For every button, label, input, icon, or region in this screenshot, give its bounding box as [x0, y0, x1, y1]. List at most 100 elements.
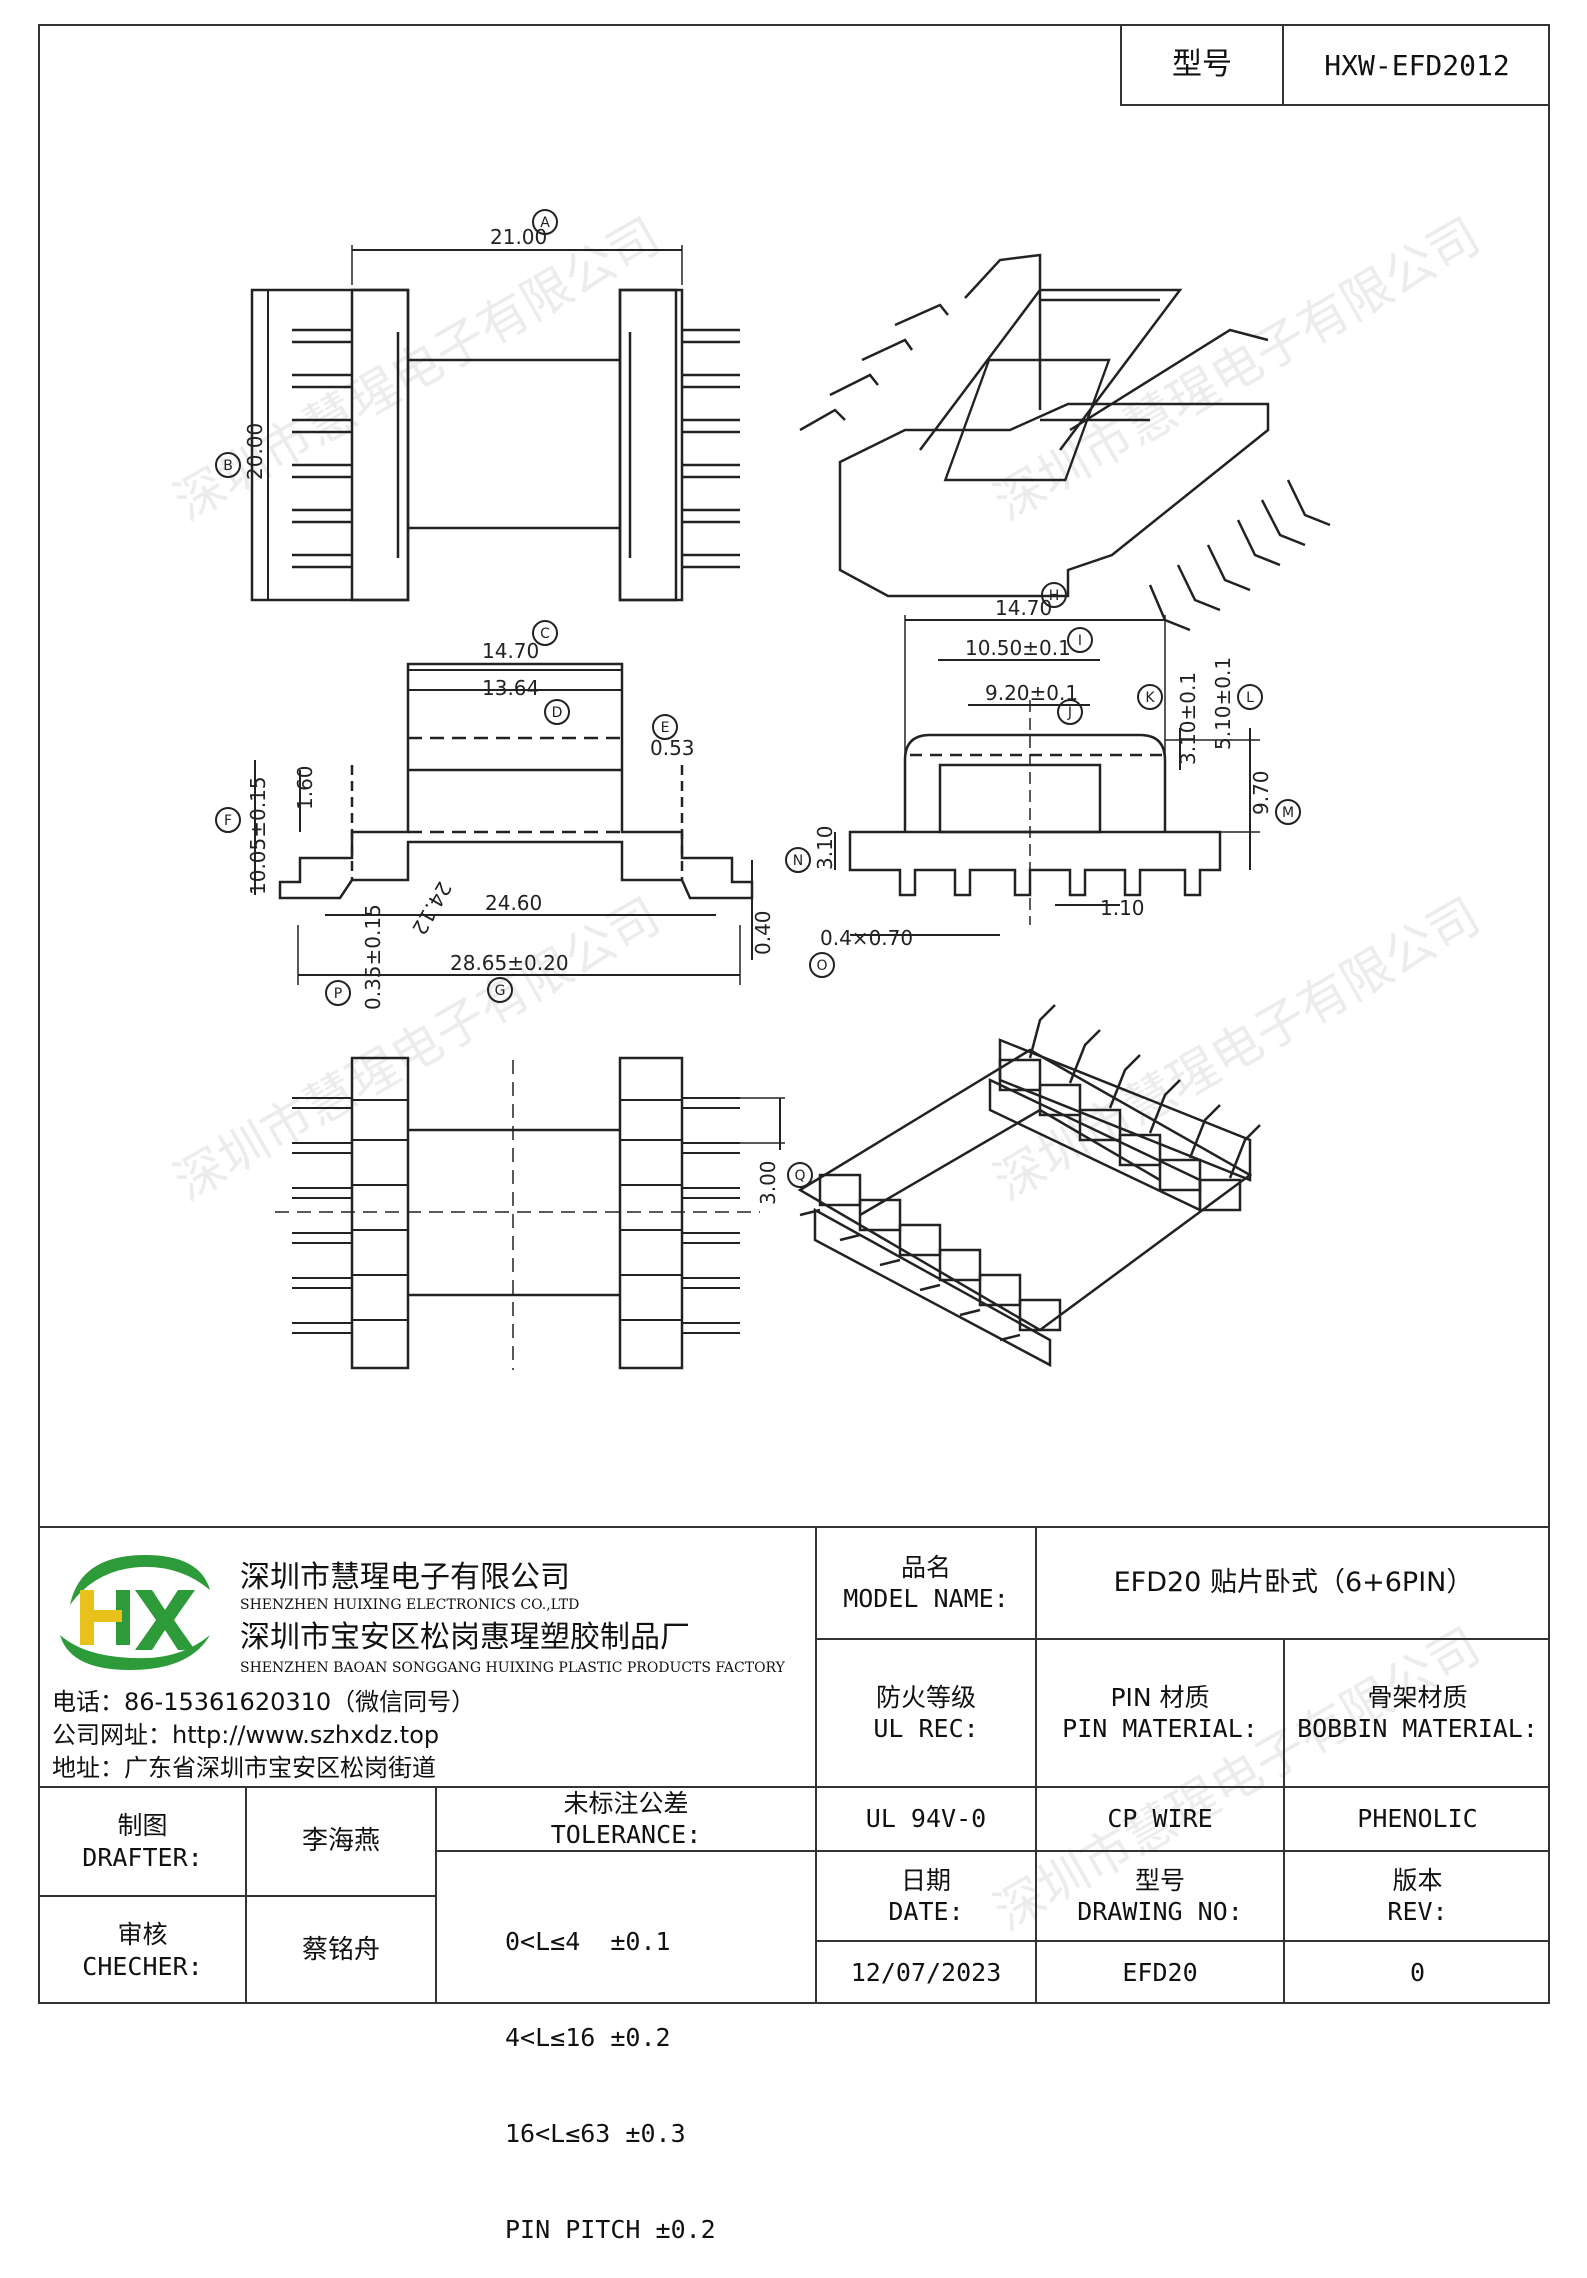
drafter-cn: 制图 [117, 1811, 168, 1841]
factory-name-en: SHENZHEN BAOAN SONGGANG HUIXING PLASTIC … [240, 1660, 785, 1676]
tolerance-cn: 未标注公差 [563, 1788, 689, 1818]
dim-3-00: 3.00 [756, 1160, 780, 1205]
ul-label-cell: 防火等级 UL REC: [817, 1640, 1035, 1786]
label-o: O [816, 958, 827, 974]
checker-label-cell: 审核 CHECHER: [40, 1897, 245, 2004]
tolerance-line: 16<L≤63 ±0.3 [505, 2119, 686, 2148]
model-name-cn: 品名 [900, 1552, 951, 1582]
checker-cn: 审核 [117, 1920, 168, 1950]
drawing-no-en: DRAWING NO: [1077, 1897, 1243, 1926]
ul-cn: 防火等级 [875, 1682, 976, 1712]
label-b: B [223, 458, 233, 474]
technical-drawing: 21.00 20.00 14.70 13.64 0.53 10.05±0.15 … [215, 209, 1331, 1370]
dim-10-05: 10.05±0.15 [246, 776, 270, 895]
bobbin-label-cell: 骨架材质 BOBBIN MATERIAL: [1285, 1640, 1550, 1786]
checker-value: 蔡铭舟 [301, 1935, 380, 1966]
label-q: Q [794, 1168, 805, 1184]
checker-en: CHECHER: [82, 1951, 203, 1981]
bobbin-cn: 骨架材质 [1367, 1682, 1468, 1712]
factory-name-cn: 深圳市宝安区松岗惠瑆塑胶制品厂 [240, 1620, 690, 1655]
pin-value: CP WIRE [1107, 1804, 1213, 1834]
dim-1-10: 1.10 [1100, 896, 1145, 920]
tolerance-en: TOLERANCE: [550, 1820, 702, 1849]
dim-28-65: 28.65±0.20 [450, 951, 569, 975]
company-logo [60, 1555, 210, 1670]
label-h: H [1049, 588, 1060, 604]
model-name-label-cell: 品名 MODEL NAME: [817, 1528, 1035, 1638]
ul-value: UL 94V-0 [865, 1804, 987, 1834]
dim-0-53: 0.53 [650, 736, 695, 760]
iso-view-top [799, 253, 1331, 632]
rev-value: 0 [1409, 1958, 1426, 1988]
pin-en: PIN MATERIAL: [1062, 1714, 1258, 1743]
rev-cn: 版本 [1392, 1865, 1443, 1895]
label-p: P [334, 986, 342, 1002]
label-l: L [1246, 690, 1254, 706]
dim-0-40: 0.40 [751, 910, 775, 955]
rev-label-cell: 版本 REV: [1285, 1852, 1550, 1940]
tolerance-label-cell: 未标注公差 TOLERANCE: [437, 1788, 815, 1850]
model-name-en: MODEL NAME: [843, 1584, 1009, 1613]
dim-1-60: 1.60 [293, 765, 317, 810]
phone: 电话：86-15361620310（微信同号） [52, 1688, 476, 1716]
top-view [250, 245, 740, 602]
label-g: G [495, 983, 506, 999]
model-value: HXW-EFD2012 [1324, 48, 1510, 82]
dim-24-60: 24.60 [485, 891, 542, 915]
bobbin-en: BOBBIN MATERIAL: [1297, 1714, 1538, 1743]
date-cn: 日期 [900, 1865, 951, 1895]
label-a: A [540, 215, 550, 231]
dim-0-4x0-70: 0.4×0.70 [820, 926, 913, 950]
tolerance-list: 0<L≤4 ±0.1 4<L≤16 ±0.2 16<L≤63 ±0.3 PIN … [505, 1862, 716, 2278]
dim-20: 20.00 [243, 423, 267, 480]
dim-0-35: 0.35±0.15 [361, 904, 385, 1010]
bottom-view [275, 1056, 785, 1370]
date-value: 12/07/2023 [850, 1958, 1002, 1988]
dim-24-12: 24.12 [407, 878, 456, 940]
drafter-value: 李海燕 [301, 1826, 380, 1857]
label-f: F [224, 813, 232, 829]
label-n: N [793, 853, 803, 869]
tolerance-line: PIN PITCH ±0.2 [505, 2215, 716, 2244]
bobbin-value: PHENOLIC [1357, 1804, 1478, 1834]
model-name-value: EFD20 贴片卧式（6+6PIN） [1113, 1567, 1474, 1599]
model-label: 型号 [1172, 47, 1232, 83]
drawing-frame [38, 24, 1550, 2004]
side-view [254, 662, 754, 985]
dim-10-50: 10.50±0.1 [965, 636, 1071, 660]
date-en: DATE: [888, 1897, 964, 1926]
dim-3-10-k: 3.10±0.1 [1176, 672, 1200, 765]
label-c: C [540, 626, 550, 642]
pin-cn: PIN 材质 [1110, 1682, 1210, 1712]
label-i: I [1078, 633, 1082, 649]
tolerance-line: 4<L≤16 ±0.2 [505, 2023, 671, 2052]
dim-9-20: 9.20±0.1 [985, 681, 1078, 705]
pin-label-cell: PIN 材质 PIN MATERIAL: [1037, 1640, 1283, 1786]
dim-3-10: 3.10 [813, 825, 837, 870]
website: 公司网址：http://www.szhxdz.top [52, 1721, 440, 1749]
label-k: K [1145, 690, 1155, 706]
label-m: M [1282, 805, 1294, 821]
drawing-no-cn: 型号 [1134, 1865, 1185, 1895]
address: 地址：广东省深圳市宝安区松岗街道 [52, 1754, 436, 1782]
front-view [834, 615, 1260, 936]
company-name-cn: 深圳市慧瑆电子有限公司 [240, 1560, 570, 1595]
drawing-no-value: EFD20 [1122, 1958, 1198, 1988]
dim-21: 21.00 [490, 225, 547, 249]
label-d: D [552, 705, 563, 721]
company-name-en: SHENZHEN HUIXING ELECTRONICS CO.,LTD [240, 1597, 580, 1613]
dim-5-10: 5.10±0.1 [1211, 657, 1235, 750]
dim-9-70: 9.70 [1249, 770, 1273, 815]
label-j: J [1067, 705, 1072, 721]
dim-14-70-a: 14.70 [482, 639, 539, 663]
dim-13-64: 13.64 [482, 676, 539, 700]
iso-view-bottom [797, 1004, 1261, 1368]
rev-en: REV: [1387, 1897, 1448, 1926]
label-e: E [661, 720, 670, 736]
date-label-cell: 日期 DATE: [817, 1852, 1035, 1940]
drafter-en: DRAFTER: [82, 1842, 203, 1872]
drawing-no-label-cell: 型号 DRAWING NO: [1037, 1852, 1283, 1940]
drafter-label-cell: 制图 DRAFTER: [40, 1788, 245, 1895]
ul-en: UL REC: [873, 1714, 979, 1743]
tolerance-line: 0<L≤4 ±0.1 [505, 1927, 671, 1956]
